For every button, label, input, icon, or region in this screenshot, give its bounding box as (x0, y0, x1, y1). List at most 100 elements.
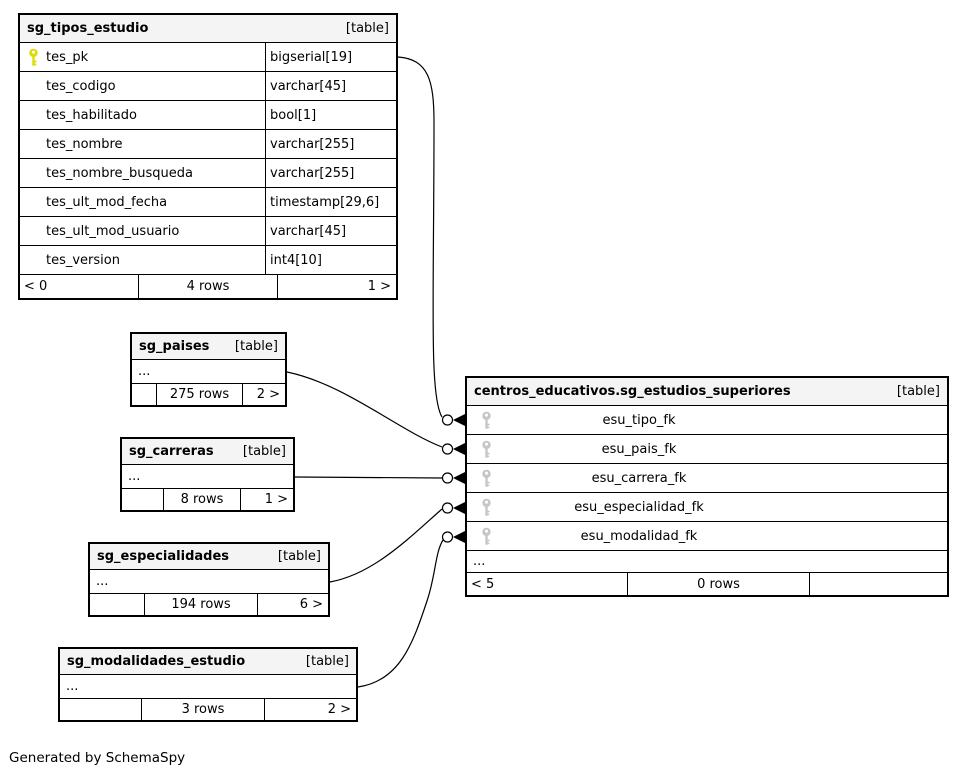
fk-endpoint-circle (441, 502, 454, 514)
column-row: tes_nombre_busqueda varchar[255] (20, 159, 396, 188)
column-row: tes_habilitado bool[1] (20, 101, 396, 130)
column-row: tes_version int4[10] (20, 246, 396, 275)
table-header: centros_educativos.sg_estudios_superiore… (467, 378, 947, 406)
column-row: tes_ult_mod_usuario varchar[45] (20, 217, 396, 246)
footer-rowcount: 3 rows (141, 699, 264, 720)
column-type: int4[10] (265, 246, 396, 274)
column-name: esu_tipo_fk (602, 412, 676, 428)
footer-rowcount: 4 rows (138, 275, 277, 298)
collapsed-columns-row: ... (132, 360, 285, 384)
collapsed-columns-row: ... (467, 551, 947, 573)
footer-prev (90, 594, 144, 615)
column-name: tes_nombre (46, 136, 123, 152)
table-footer: < 0 4 rows 1 > (20, 275, 396, 298)
column-name: esu_especialidad_fk (574, 499, 704, 515)
table-type-tag: [table] (234, 339, 278, 354)
relationship-line-carreras (294, 476, 443, 479)
column-name: esu_modalidad_fk (580, 528, 698, 544)
column-row: esu_modalidad_fk (467, 522, 947, 551)
fk-endpoint-arrow (453, 443, 465, 455)
foreign-key-icon (481, 498, 491, 516)
foreign-key-icon (481, 469, 491, 487)
column-name: tes_ult_mod_fecha (46, 194, 168, 210)
relationship-line-especialidades (329, 508, 443, 583)
fk-endpoint-arrow (453, 414, 465, 426)
column-type: varchar[45] (265, 217, 396, 245)
foreign-key-icon (481, 411, 491, 429)
column-type: bool[1] (265, 101, 396, 129)
column-row: tes_pk bigserial[19] (20, 43, 396, 72)
column-name: esu_pais_fk (601, 441, 677, 457)
table-header: sg_paises [table] (132, 334, 285, 360)
table-type-tag: [table] (277, 549, 321, 564)
table-footer: < 5 0 rows (467, 573, 947, 595)
table-sg_tipos_estudio: sg_tipos_estudio [table] tes_pk bigseria… (18, 13, 398, 300)
footer-prev: < 0 (24, 279, 48, 294)
column-row: esu_especialidad_fk (467, 493, 947, 522)
column-name: tes_codigo (46, 78, 116, 94)
table-header: sg_especialidades [table] (90, 544, 328, 570)
table-type-tag: [table] (896, 384, 940, 399)
table-sg_especialidades: sg_especialidades [table] ... 194 rows 6… (88, 542, 330, 617)
relationship-line-modalidades (357, 539, 444, 688)
footer-prev (60, 699, 141, 720)
footer-prev (132, 384, 156, 405)
footer-rowcount: 8 rows (163, 489, 240, 510)
column-type: varchar[255] (265, 159, 396, 187)
column-name: tes_habilitado (46, 107, 137, 123)
column-name: tes_ult_mod_usuario (46, 223, 180, 239)
footer-rowcount: 275 rows (156, 384, 242, 405)
column-type: timestamp[29,6] (265, 188, 396, 216)
relationship-line-paises (286, 371, 443, 448)
collapsed-columns-row: ... (60, 675, 356, 699)
table-title[interactable]: sg_especialidades (97, 549, 230, 564)
footer-next: 2 > (264, 699, 356, 720)
table-sg_modalidades_estudio: sg_modalidades_estudio [table] ... 3 row… (58, 647, 358, 722)
column-row: tes_nombre varchar[255] (20, 130, 396, 159)
table-sg_paises: sg_paises [table] ... 275 rows 2 > (130, 332, 287, 407)
table-type-tag: [table] (305, 654, 349, 669)
footer-next: 1 > (277, 275, 396, 298)
table-footer: 3 rows 2 > (60, 699, 356, 720)
footer-next: 2 > (242, 384, 285, 405)
footer-next: 1 > (240, 489, 293, 510)
column-type: varchar[45] (265, 72, 396, 100)
foreign-key-icon (481, 440, 491, 458)
fk-endpoint-circle (441, 443, 454, 455)
table-title[interactable]: sg_modalidades_estudio (67, 654, 246, 669)
relationship-line-tipos (397, 56, 443, 418)
collapsed-columns-row: ... (90, 570, 328, 594)
collapsed-columns-row: ... (122, 465, 293, 489)
table-title[interactable]: sg_carreras (129, 444, 214, 459)
column-row: esu_carrera_fk (467, 464, 947, 493)
footer-next: 6 > (257, 594, 328, 615)
fk-endpoint-circle (441, 414, 454, 426)
fk-endpoint-arrow (453, 502, 465, 514)
table-title[interactable]: sg_tipos_estudio (27, 21, 149, 36)
generated-by-caption: Generated by SchemaSpy (9, 750, 186, 766)
column-row: esu_tipo_fk (467, 406, 947, 435)
fk-endpoint-arrow (453, 531, 465, 543)
table-title[interactable]: centros_educativos.sg_estudios_superiore… (474, 384, 791, 399)
column-name: tes_nombre_busqueda (46, 165, 194, 181)
table-header: sg_tipos_estudio [table] (20, 15, 396, 43)
primary-key-icon (28, 48, 38, 66)
fk-endpoints (441, 414, 465, 543)
footer-next (809, 573, 947, 595)
table-sg_carreras: sg_carreras [table] ... 8 rows 1 > (120, 437, 295, 512)
column-type: bigserial[19] (265, 43, 396, 71)
column-name: tes_pk (46, 49, 89, 65)
table-footer: 194 rows 6 > (90, 594, 328, 615)
table-title[interactable]: sg_paises (139, 339, 210, 354)
fk-endpoint-circle (441, 472, 454, 484)
table-header: sg_modalidades_estudio [table] (60, 649, 356, 675)
fk-endpoint-arrow (453, 472, 465, 484)
column-name: tes_version (46, 252, 120, 268)
footer-prev: < 5 (471, 576, 495, 592)
table-footer: 275 rows 2 > (132, 384, 285, 405)
table-type-tag: [table] (242, 444, 286, 459)
table-sg_estudios_superiores: centros_educativos.sg_estudios_superiore… (465, 376, 949, 597)
column-row: esu_pais_fk (467, 435, 947, 464)
column-type: varchar[255] (265, 130, 396, 158)
